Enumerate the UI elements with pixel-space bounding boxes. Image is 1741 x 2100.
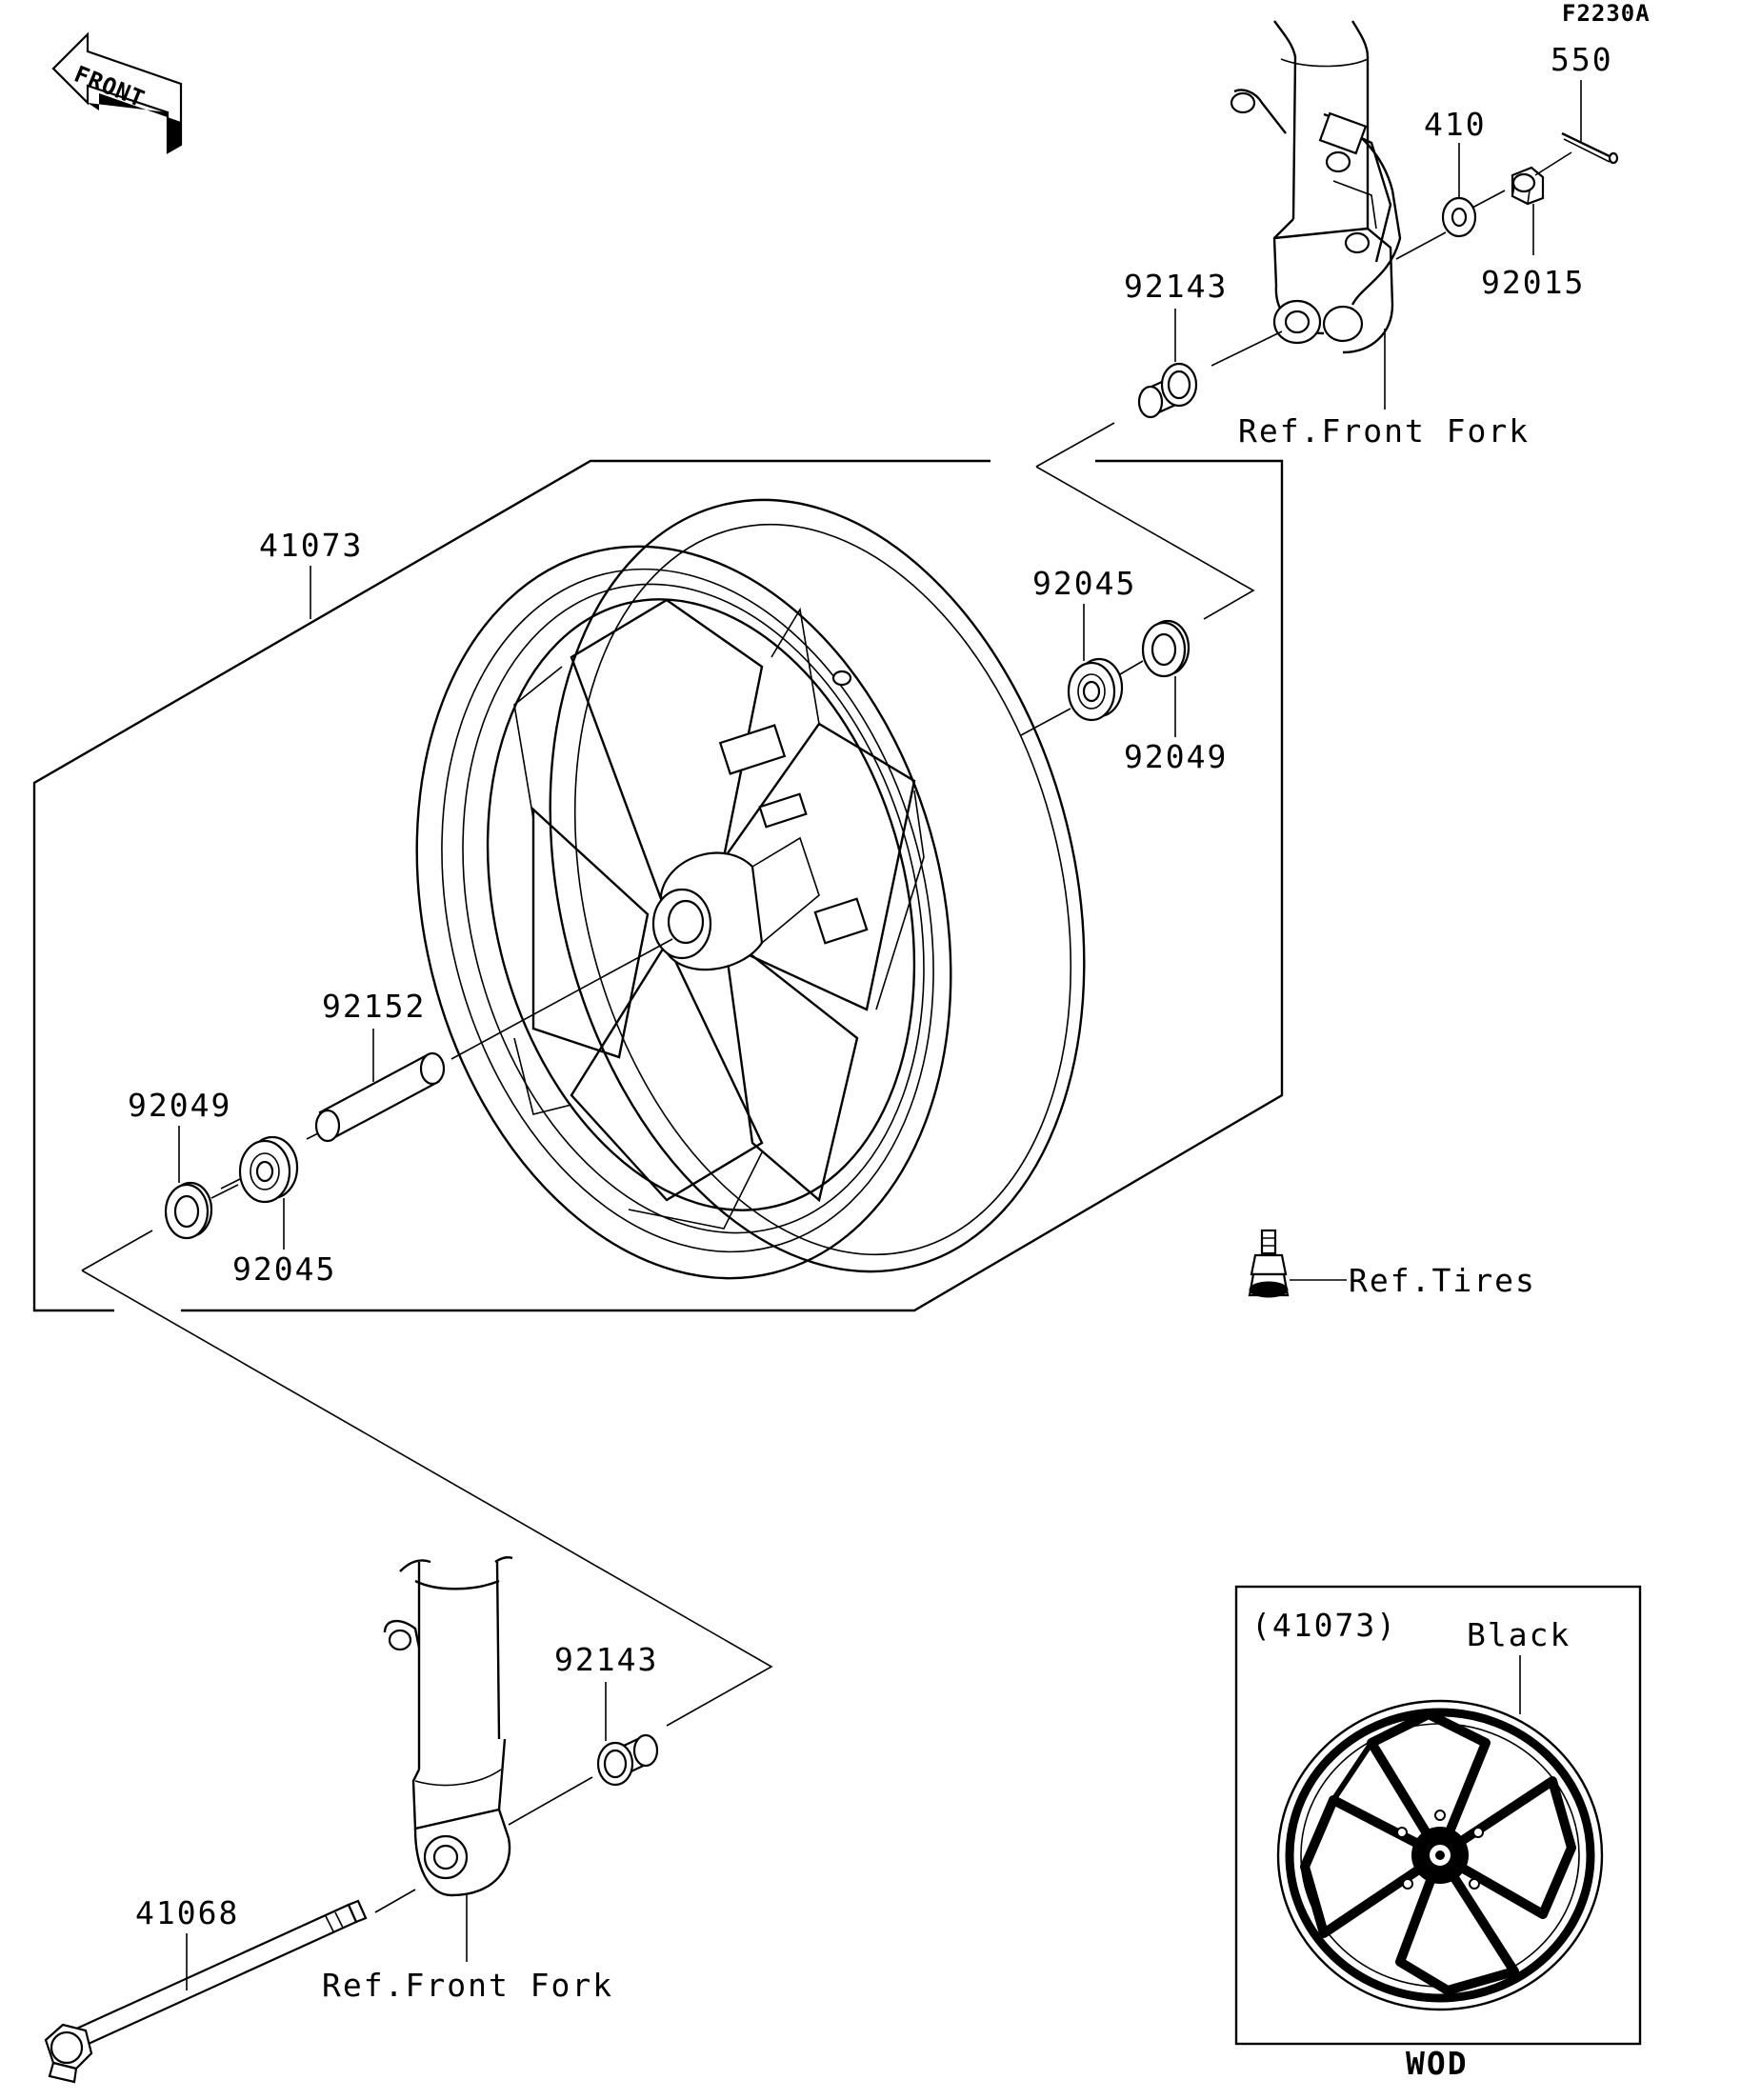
part-92045-left-label: 92045 (232, 1250, 336, 1288)
seal-92049-right-drawing (1141, 619, 1191, 678)
front-fork-left-drawing (383, 1556, 513, 1897)
cotter-pin-550-drawing (1561, 131, 1619, 165)
part-92045-right-label: 92045 (1032, 565, 1136, 602)
bearing-92045-left-drawing (238, 1135, 299, 1204)
collar-92143-top-drawing (1137, 362, 1198, 419)
figure-code: F2230A (1562, 0, 1651, 27)
nut-92015-drawing (1511, 166, 1545, 206)
assembly-frame (32, 459, 1284, 1312)
inset-color-label: Black (1467, 1616, 1571, 1653)
part-92143-bottom-label: 92143 (554, 1641, 658, 1678)
inset-code-label: WOD (1406, 2045, 1469, 2082)
black-wheel-drawing (1276, 1699, 1604, 2011)
part-92049-right-label: 92049 (1124, 738, 1228, 775)
front-fork-right-drawing (1230, 20, 1402, 354)
washer-410-drawing (1441, 196, 1477, 238)
bearing-92045-right-drawing (1067, 657, 1124, 722)
tire-valve-drawing (1248, 1229, 1290, 1298)
part-92152-label: 92152 (322, 988, 426, 1025)
part-41068-label: 41068 (135, 1894, 239, 1931)
color-variant-inset (1234, 1585, 1642, 2046)
part-92015-label: 92015 (1481, 264, 1585, 301)
ref-front-fork-top-label: Ref.Front Fork (1238, 412, 1530, 450)
collar-92143-bottom-drawing (596, 1733, 659, 1787)
part-41073-label: 41073 (259, 527, 363, 564)
inset-part-ref: (41073) (1251, 1607, 1397, 1644)
ref-tires-label: Ref.Tires (1349, 1262, 1536, 1299)
seal-92049-left-drawing (164, 1181, 213, 1240)
part-550-label: 550 (1551, 41, 1613, 78)
axle-41068-drawing (44, 1899, 368, 2084)
part-92143-top-label: 92143 (1124, 268, 1228, 305)
ref-front-fork-bottom-label: Ref.Front Fork (322, 1967, 613, 2004)
front-arrow-icon: FRONT (51, 31, 183, 154)
part-410-label: 410 (1424, 106, 1487, 143)
part-92049-left-label: 92049 (128, 1087, 231, 1124)
spacer-92152-drawing (314, 1051, 446, 1143)
